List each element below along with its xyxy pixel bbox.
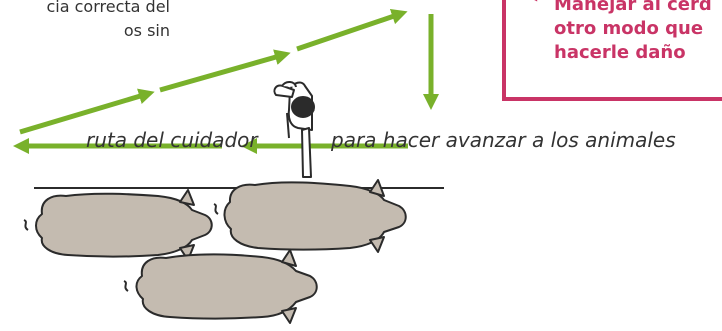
- callout-box: ◀ Manejar al cerd otro modo que hacerle …: [502, 0, 722, 101]
- route-arrow-icon: [159, 49, 291, 93]
- handler-person-top-view-icon: [273, 81, 315, 178]
- callout-line-2: otro modo que: [554, 18, 704, 39]
- route-arrow-icon: [19, 88, 155, 135]
- callout-arrow-icon: ◀: [528, 0, 537, 2]
- route-arrow-icon: [296, 8, 408, 52]
- intro-text-line-1: cia correcta del: [46, 0, 171, 16]
- pig-icon: [23, 189, 213, 261]
- move-forward-label: para hacer avanzar a los animales: [331, 128, 676, 152]
- intro-text: cia correcta del os sin: [20, 0, 171, 43]
- callout-line-1: Manejar al cerd: [554, 0, 712, 15]
- pig-icon: [213, 179, 407, 253]
- intro-text-line-2: os sin: [123, 21, 170, 40]
- route-up-arrows: [19, 8, 408, 135]
- pig-icon: [123, 249, 318, 324]
- handler-route-label: ruta del cuidador: [86, 128, 258, 152]
- callout-text: Manejar al cerd otro modo que hacerle da…: [554, 0, 712, 65]
- callout-line-3: hacerle daño: [554, 42, 686, 63]
